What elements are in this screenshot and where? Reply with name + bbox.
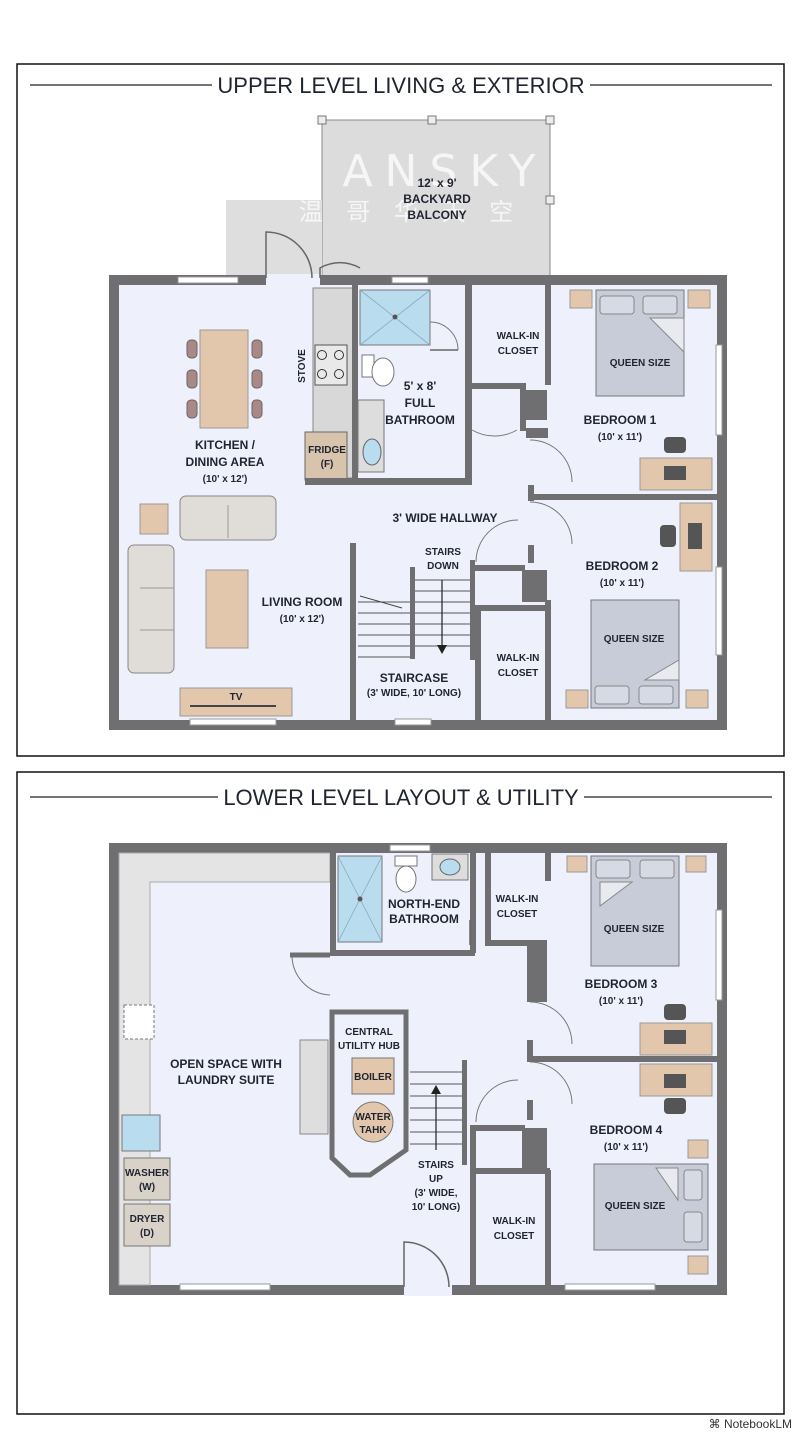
lower-bath-2: BATHROOM [389,912,459,926]
chair-2-icon [660,525,676,547]
watermark-latin: ANSKY [342,146,547,197]
tv-label: TV [230,692,243,703]
walkin1-label-1: WALK-IN [497,331,540,342]
bath-label-1: FULL [405,396,436,410]
stairs-up-2: UP [429,1174,443,1185]
walkin1-label-2: CLOSET [498,346,539,357]
dryer-label-2: (D) [140,1228,154,1239]
upper-title: UPPER LEVEL LIVING & EXTERIOR [217,73,584,98]
stairs-up-1: STAIRS [418,1160,454,1171]
water-tank [352,1101,394,1143]
walkin3-label-2: CLOSET [497,909,538,920]
laundry-sink-icon [121,1114,161,1152]
staircase-label: STAIRCASE [380,671,448,685]
lower-title: LOWER LEVEL LAYOUT & UTILITY [223,785,579,810]
upper-toilet-icon [371,357,395,387]
bedroom2-label: BEDROOM 2 [586,559,659,573]
fridge-label-2: (F) [321,459,334,470]
bedroom4-size: (10' x 11') [604,1142,648,1153]
stairs-down-2: DOWN [427,561,459,572]
footer-brand: ⌘ NotebookLM [709,1417,792,1431]
living-size: (10' x 12') [280,614,325,625]
stove-label: STOVE [297,349,308,383]
lower-sink-icon [439,858,461,876]
chair-1-icon [664,437,686,453]
backyard-balcony [321,119,551,279]
walkin2-label-2: CLOSET [498,668,539,679]
hallway-label: 3' WIDE HALLWAY [392,511,497,525]
utility-label-2: UTILITY HUB [338,1041,400,1052]
queen2-label: QUEEN SIZE [604,634,665,645]
lower-entry-door-icon [403,1241,450,1288]
living-label: LIVING ROOM [262,595,343,609]
boiler [351,1057,395,1095]
utility-counter [299,1039,329,1135]
bedroom1-size: (10' x 11') [598,432,642,443]
balcony-landing [226,200,322,278]
laundry-cabinet [123,1004,155,1040]
bedroom3-label: BEDROOM 3 [585,977,658,991]
utility-label-1: CENTRAL [345,1027,393,1038]
water-tank-2: TAHK [359,1125,387,1136]
lower-bath-1: NORTH-END [388,897,460,911]
chair-3-icon [664,1004,686,1020]
bath-size: 5' x 8' [404,379,437,393]
coffee-table [205,569,249,649]
upper-sink-icon [362,438,382,466]
queen4-label: QUEEN SIZE [605,1201,666,1212]
stairs-down-arrow-icon [437,645,447,654]
upper-entry-door-icon [265,231,313,279]
chair-4-icon [664,1098,686,1114]
walkin4-label-1: WALK-IN [493,1216,536,1227]
bedroom1-label: BEDROOM 1 [584,413,657,427]
stairs-up-3: (3' WIDE, [415,1188,458,1199]
water-tank-1: WATER [355,1112,391,1123]
fridge [304,431,348,481]
walkin3-label-1: WALK-IN [496,894,539,905]
fridge-label-1: FRIDGE [308,445,346,456]
watermark-cjk: 温 哥 华 天 空 [299,198,522,226]
stairs-up-4: 10' LONG) [412,1202,461,1213]
boiler-label: BOILER [354,1072,393,1083]
dryer-label-1: DRYER [130,1214,165,1225]
stairs-up-arrow-icon [431,1085,441,1094]
balcony-label-2: BALCONY [407,208,466,222]
bedroom2-size: (10' x 11') [600,578,644,589]
queen3-label: QUEEN SIZE [604,924,665,935]
walkin4-label-2: CLOSET [494,1231,535,1242]
open-space-2: LAUNDRY SUITE [178,1073,275,1087]
balcony-label-1: BACKYARD [403,192,471,206]
queen1-label: QUEEN SIZE [610,358,671,369]
stairs-down-1: STAIRS [425,547,461,558]
lower-toilet-icon [395,865,417,893]
bath-label-2: BATHROOM [385,413,455,427]
sofa [127,544,175,674]
footer-label: NotebookLM [723,1417,792,1431]
washer-label-1: WASHER [125,1168,170,1179]
kitchen-label-1: KITCHEN / [195,438,256,452]
bedroom3-size: (10' x 11') [599,996,643,1007]
notebook-icon: ⌘ [708,1417,721,1431]
dryer [123,1203,171,1247]
tv-stand [179,687,293,717]
side-table [139,503,169,535]
washer [123,1157,171,1201]
bedroom4-label: BEDROOM 4 [590,1123,663,1137]
balcony-size: 12' x 9' [417,176,456,190]
walkin2-label-1: WALK-IN [497,653,540,664]
kitchen-size: (10' x 12') [203,474,248,485]
open-space-1: OPEN SPACE WITH [170,1057,282,1071]
dining-table [199,329,249,429]
kitchen-label-2: DINING AREA [186,455,265,469]
washer-label-2: (W) [139,1182,155,1193]
staircase-size: (3' WIDE, 10' LONG) [367,688,461,699]
